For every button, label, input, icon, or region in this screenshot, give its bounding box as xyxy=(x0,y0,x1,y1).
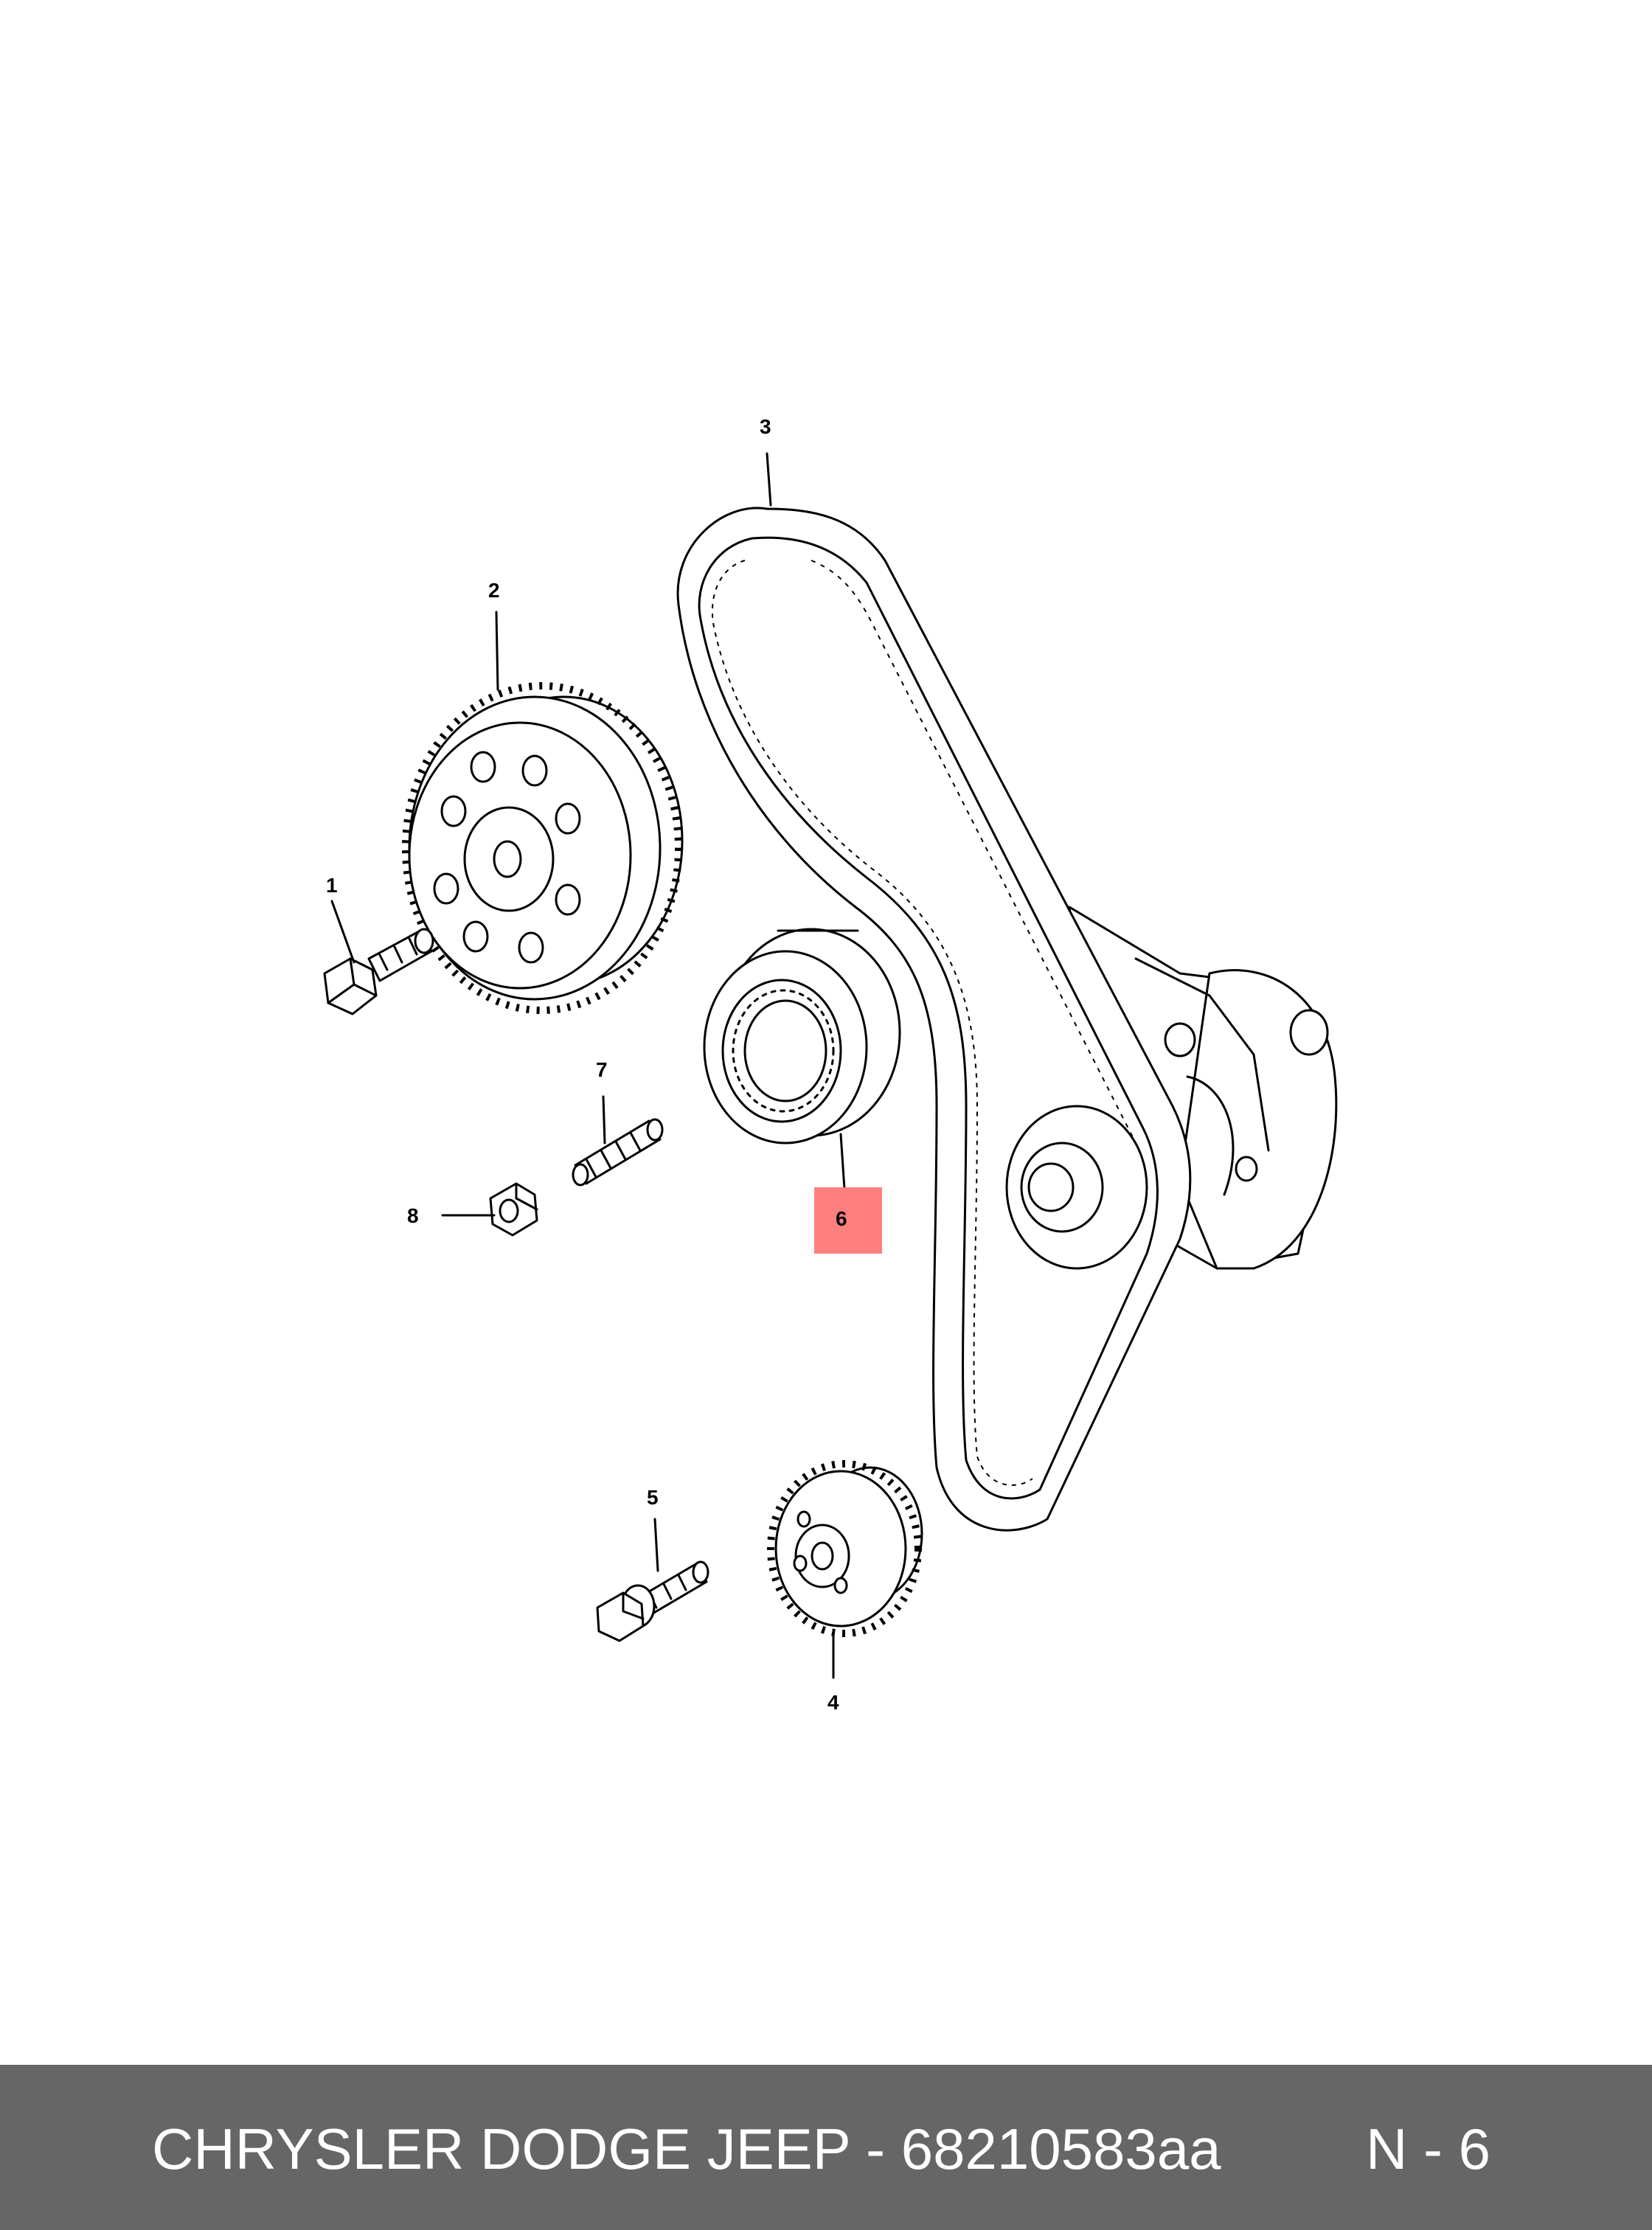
callout-8: 8 xyxy=(407,1204,419,1227)
callout-3: 3 xyxy=(760,415,771,438)
callout-5: 5 xyxy=(647,1486,659,1509)
leader-lines xyxy=(330,452,846,1679)
stud xyxy=(572,1118,664,1187)
belt-inner-teeth xyxy=(711,560,1033,1486)
callout-2: 2 xyxy=(488,579,500,602)
sprocket-teeth xyxy=(402,682,682,1014)
pump-bracket-housing xyxy=(1068,906,1338,1270)
crank-sprocket-teeth xyxy=(767,1460,922,1637)
crankshaft-bolt xyxy=(596,1560,709,1642)
timing-belt xyxy=(676,507,1192,1532)
camshaft-bolt xyxy=(323,928,434,1015)
part-title: CHRYSLER DODGE JEEP - 68210583aa xyxy=(152,2116,1221,2181)
callout-1: 1 xyxy=(326,874,338,897)
footer-bar: CHRYSLER DODGE JEEP - 68210583aa N - 6 xyxy=(0,2065,1652,2230)
callout-highlight-6 xyxy=(814,1187,882,1254)
callout-7: 7 xyxy=(596,1058,608,1081)
callout-6: 6 xyxy=(836,1207,847,1230)
timing-belt-kit-diagram: 1 2 3 4 5 6 7 8 xyxy=(323,415,1338,1714)
belt-outer-teeth xyxy=(811,560,1136,1144)
crankshaft-sprocket xyxy=(767,1460,923,1637)
tensioner-roller xyxy=(703,928,901,1144)
callout-4: 4 xyxy=(827,1691,839,1714)
nut xyxy=(489,1182,538,1237)
camshaft-sprocket xyxy=(402,682,684,1014)
part-position-code: N - 6 xyxy=(1366,2116,1491,2181)
